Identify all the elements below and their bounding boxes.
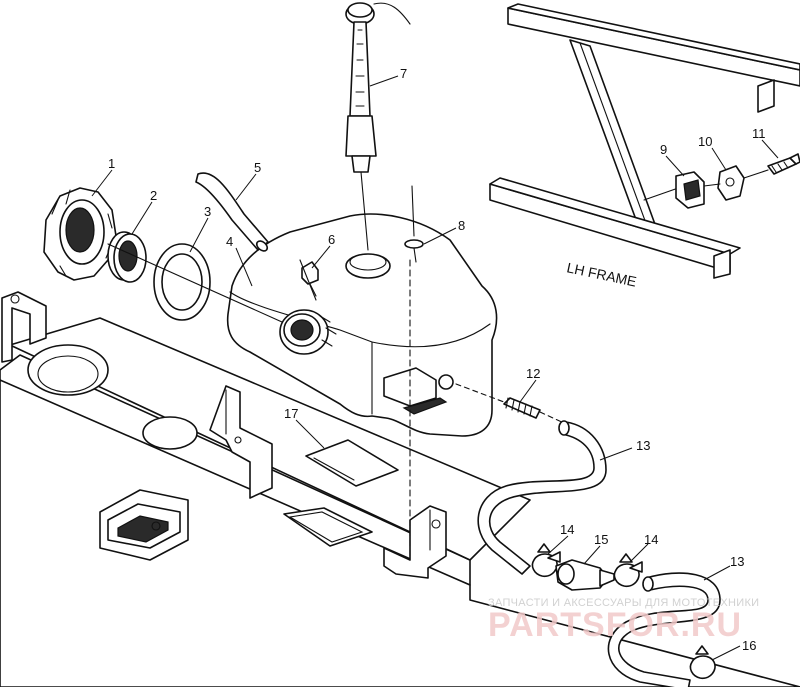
callout-8: 8 [458,218,465,233]
callout-13a: 13 [636,438,650,453]
vent-fitting [299,259,319,301]
callout-9: 9 [660,142,667,157]
filler-neck-ring [107,231,147,283]
frame-fasteners [675,153,800,209]
hose-clamp-16 [689,645,716,680]
vent-hose [195,172,269,252]
callouts: 1 2 3 4 5 6 7 8 9 10 11 12 13 13 14 14 1… [108,66,766,653]
callout-15: 15 [594,532,608,547]
callout-13b: 13 [730,554,744,569]
fuel-cap [43,187,117,281]
callout-14a: 14 [560,522,574,537]
callout-10: 10 [698,134,712,149]
callout-12: 12 [526,366,540,381]
spring-fitting [455,383,567,425]
lh-frame [489,3,800,279]
watermark: ЗАПЧАСТИ И АКСЕССУАРЫ ДЛЯ МОТОТЕХНИКИ PA… [488,597,759,644]
callout-2: 2 [150,188,157,203]
callout-16: 16 [742,638,756,653]
gasket [153,243,211,321]
fuel-line-upper [477,420,607,575]
callout-17: 17 [284,406,298,421]
pad [305,439,399,487]
chassis-bracket [0,291,800,687]
callout-6: 6 [328,232,335,247]
fuel-filter [555,559,615,591]
leader-lines [91,75,779,661]
fuel-gauge-sender [345,2,411,251]
fuel-line-lower [607,572,721,687]
callout-11: 11 [752,126,766,141]
lh-frame-label: LH FRAME [565,259,638,289]
callout-5: 5 [254,160,261,175]
hose-clamps [531,543,643,588]
watermark-tagline: ЗАПЧАСТИ И АКСЕССУАРЫ ДЛЯ МОТОТЕХНИКИ [488,597,759,609]
callout-3: 3 [204,204,211,219]
callout-14b: 14 [644,532,658,547]
watermark-brand: PARTSFOR.RU [488,606,742,644]
grommet-rod [404,185,424,561]
callout-1: 1 [108,156,115,171]
callout-4: 4 [226,234,233,249]
fuel-tank-body [226,213,498,437]
callout-7: 7 [400,66,407,81]
